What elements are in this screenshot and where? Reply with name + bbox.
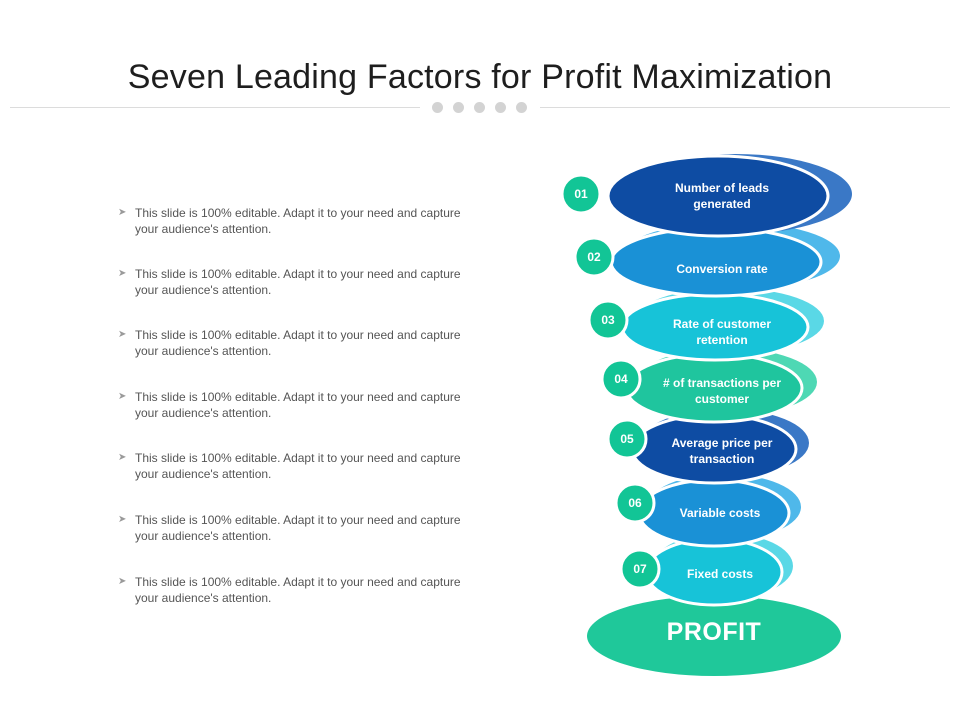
factor-number: 07 (633, 562, 647, 576)
factor-label: # of transactions per customer (662, 376, 782, 406)
bullet-text: This slide is 100% editable. Adapt it to… (135, 328, 461, 358)
arrow-bullet-icon: ➤ (118, 391, 127, 402)
factor-label: Average price per transaction (671, 436, 773, 466)
bullet-text: This slide is 100% editable. Adapt it to… (135, 513, 461, 543)
bullet-item: ➤ This slide is 100% editable. Adapt it … (118, 205, 478, 237)
factor-number: 02 (587, 250, 601, 264)
title-divider-dots (432, 102, 532, 114)
factor-number: 06 (628, 496, 642, 510)
number-badge (619, 548, 661, 590)
factor-label: Rate of customer retention (672, 317, 772, 347)
arrow-bullet-icon: ➤ (118, 576, 127, 587)
bullet-text: This slide is 100% editable. Adapt it to… (135, 575, 461, 605)
bullet-item: ➤ This slide is 100% editable. Adapt it … (118, 327, 478, 359)
funnel-layer-01 (606, 154, 852, 238)
number-badge (614, 482, 656, 524)
arrow-bullet-icon: ➤ (118, 207, 127, 218)
number-badges (560, 173, 661, 590)
profit-label: PROFIT (666, 618, 762, 646)
arrow-bullet-icon: ➤ (118, 514, 127, 525)
bullet-text: This slide is 100% editable. Adapt it to… (135, 451, 461, 481)
bullet-item: ➤ This slide is 100% editable. Adapt it … (118, 450, 478, 482)
arrow-bullet-icon: ➤ (118, 329, 127, 340)
factor-label: Conversion rate (676, 262, 768, 276)
factor-number: 04 (614, 372, 628, 386)
funnel-layer-05 (630, 409, 809, 485)
page-title: Seven Leading Factors for Profit Maximiz… (127, 58, 833, 96)
title-divider-right (540, 107, 950, 108)
factor-number: 03 (601, 313, 615, 327)
bullet-text: This slide is 100% editable. Adapt it to… (135, 390, 461, 420)
divider-dot (495, 102, 506, 113)
funnel-layer-03 (620, 288, 824, 362)
number-badge (600, 358, 642, 400)
factor-number: 05 (620, 432, 634, 446)
factor-label: Number of leads generated (674, 181, 770, 211)
number-badge (560, 173, 602, 215)
divider-dot (516, 102, 527, 113)
divider-dot (432, 102, 443, 113)
bullet-text: This slide is 100% editable. Adapt it to… (135, 267, 461, 297)
number-badge (587, 299, 629, 341)
factor-number: 01 (574, 187, 588, 201)
funnel-layer-07 (644, 533, 793, 607)
bullet-item: ➤ This slide is 100% editable. Adapt it … (118, 389, 478, 421)
number-badge (606, 418, 648, 460)
bullet-item: ➤ This slide is 100% editable. Adapt it … (118, 512, 478, 544)
factor-label: Fixed costs (686, 567, 754, 581)
title-divider-left (10, 107, 420, 108)
profit-base (587, 596, 841, 676)
arrow-bullet-icon: ➤ (118, 268, 127, 279)
divider-dot (474, 102, 485, 113)
divider-dot (453, 102, 464, 113)
bullet-item: ➤ This slide is 100% editable. Adapt it … (118, 266, 478, 298)
bullet-item: ➤ This slide is 100% editable. Adapt it … (118, 574, 478, 606)
factor-label: Variable costs (679, 506, 761, 520)
funnel-layer-04 (624, 348, 817, 424)
number-badge (573, 236, 615, 278)
arrow-bullet-icon: ➤ (118, 452, 127, 463)
bullet-text: This slide is 100% editable. Adapt it to… (135, 206, 461, 236)
